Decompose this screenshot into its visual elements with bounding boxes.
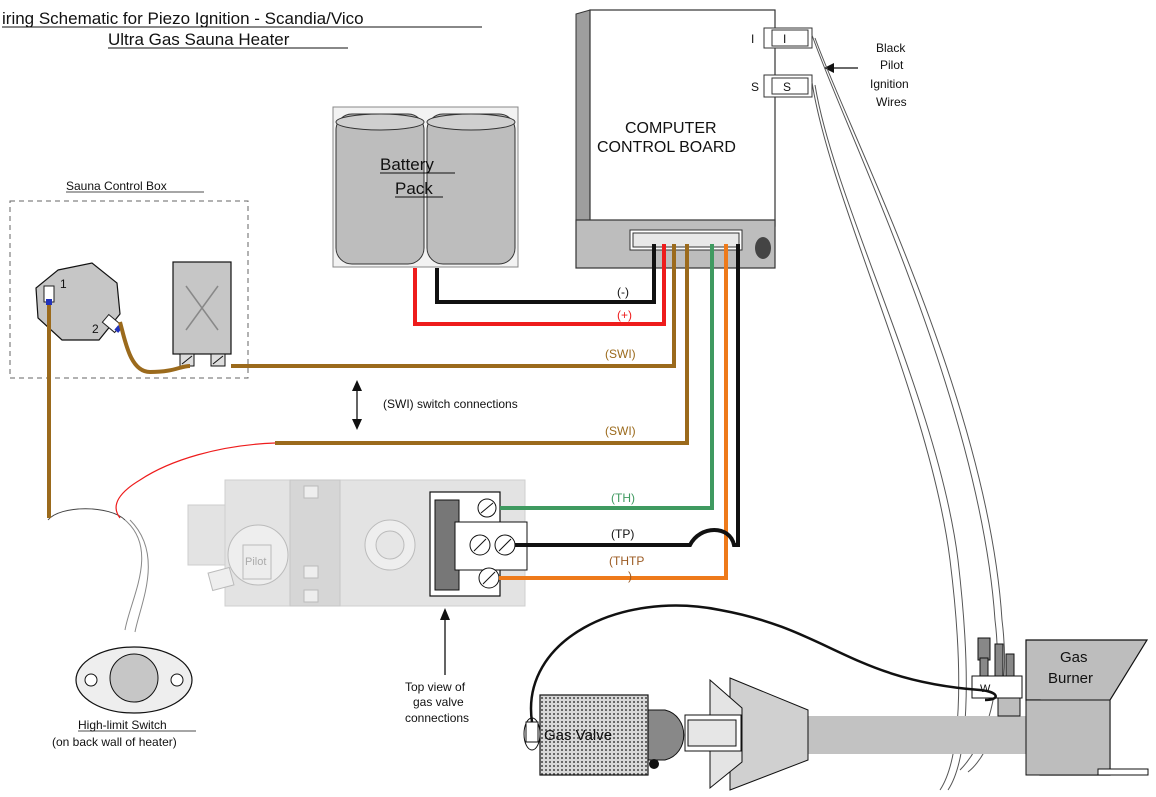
high-limit-line-1: High-limit Switch <box>78 718 167 732</box>
wire-th <box>500 244 714 510</box>
pilot-w-terminal <box>971 675 1023 699</box>
burner-label-line-1: Gas <box>1060 649 1088 666</box>
valve-view-line-3: connections <box>405 711 469 725</box>
switch-arrow-up <box>352 380 362 391</box>
switch-arrow-down <box>352 419 362 430</box>
terminal-1-label: 1 <box>60 277 67 291</box>
battery-label-line-1: Battery <box>380 155 434 174</box>
label-tp: (TP) <box>611 527 634 541</box>
port-s-side-label: S <box>751 80 759 94</box>
pilot-wires-line-4: Wires <box>876 95 907 109</box>
burner-label-line-2: Burner <box>1048 670 1093 687</box>
high-limit-line-2: (on back wall of heater) <box>52 735 177 749</box>
burner-w-label: W <box>980 683 991 695</box>
pilot-label: Pilot <box>245 556 266 568</box>
board-label-line-1: COMPUTER <box>625 120 717 137</box>
label-positive: (+) <box>617 308 632 322</box>
label-swi-2: (SWI) <box>605 424 636 438</box>
port-s-label: S <box>783 80 791 94</box>
label-th: (TH) <box>611 491 635 505</box>
terminal-2-label: 2 <box>92 322 99 336</box>
sauna-control-box: Sauna Control Box 1 2 <box>9 179 249 379</box>
wire-tp <box>515 244 740 547</box>
selector-switch <box>35 262 121 341</box>
wire-switch-internal <box>118 321 191 375</box>
valve-view-line-2: gas valve <box>413 695 464 709</box>
switch-connections-note: (SWI) switch connections <box>383 397 518 411</box>
wire-high-limit-red <box>115 442 276 519</box>
label-thtp-1: (THTP <box>609 554 644 568</box>
pilot-wires-line-3: Ignition <box>870 77 909 91</box>
gas-valve-view-arrow <box>440 608 450 620</box>
gas-valve-top-view: Pilot <box>187 479 528 607</box>
label-negative: (-) <box>617 285 629 299</box>
label-swi-1: (SWI) <box>605 347 636 361</box>
title-line-1: iring Schematic for Piezo Ignition - Sca… <box>2 9 364 28</box>
computer-control-board: COMPUTER CONTROL BOARD I I S S <box>575 9 813 269</box>
gas-valve-body <box>539 694 649 776</box>
label-thtp-2: ) <box>628 569 632 583</box>
wire-thtp <box>499 244 728 580</box>
wire-positive <box>413 244 666 326</box>
pilot-wires-line-1: Black <box>876 41 906 55</box>
burner-assembly: Gas Valve Gas Burner W <box>523 637 1149 791</box>
board-label-line-2: CONTROL BOARD <box>597 139 736 156</box>
control-box-label: Sauna Control Box <box>66 179 167 193</box>
pilot-wires-line-2: Pilot <box>880 58 904 72</box>
wire-swi-1 <box>231 244 676 368</box>
port-i-side-label: I <box>751 32 754 46</box>
gas-valve-label: Gas Valve <box>544 727 612 744</box>
wire-negative <box>435 244 656 304</box>
wire-swi-2 <box>275 244 689 445</box>
title-line-2: Ultra Gas Sauna Heater <box>108 30 290 49</box>
battery-pack: Battery Pack <box>332 106 519 268</box>
valve-view-line-1: Top view of <box>405 680 466 694</box>
battery-label-line-2: Pack <box>395 179 433 198</box>
high-limit-switch: High-limit Switch (on back wall of heate… <box>47 508 196 749</box>
port-i-label: I <box>783 32 786 46</box>
thermocouple-wire <box>529 604 997 723</box>
